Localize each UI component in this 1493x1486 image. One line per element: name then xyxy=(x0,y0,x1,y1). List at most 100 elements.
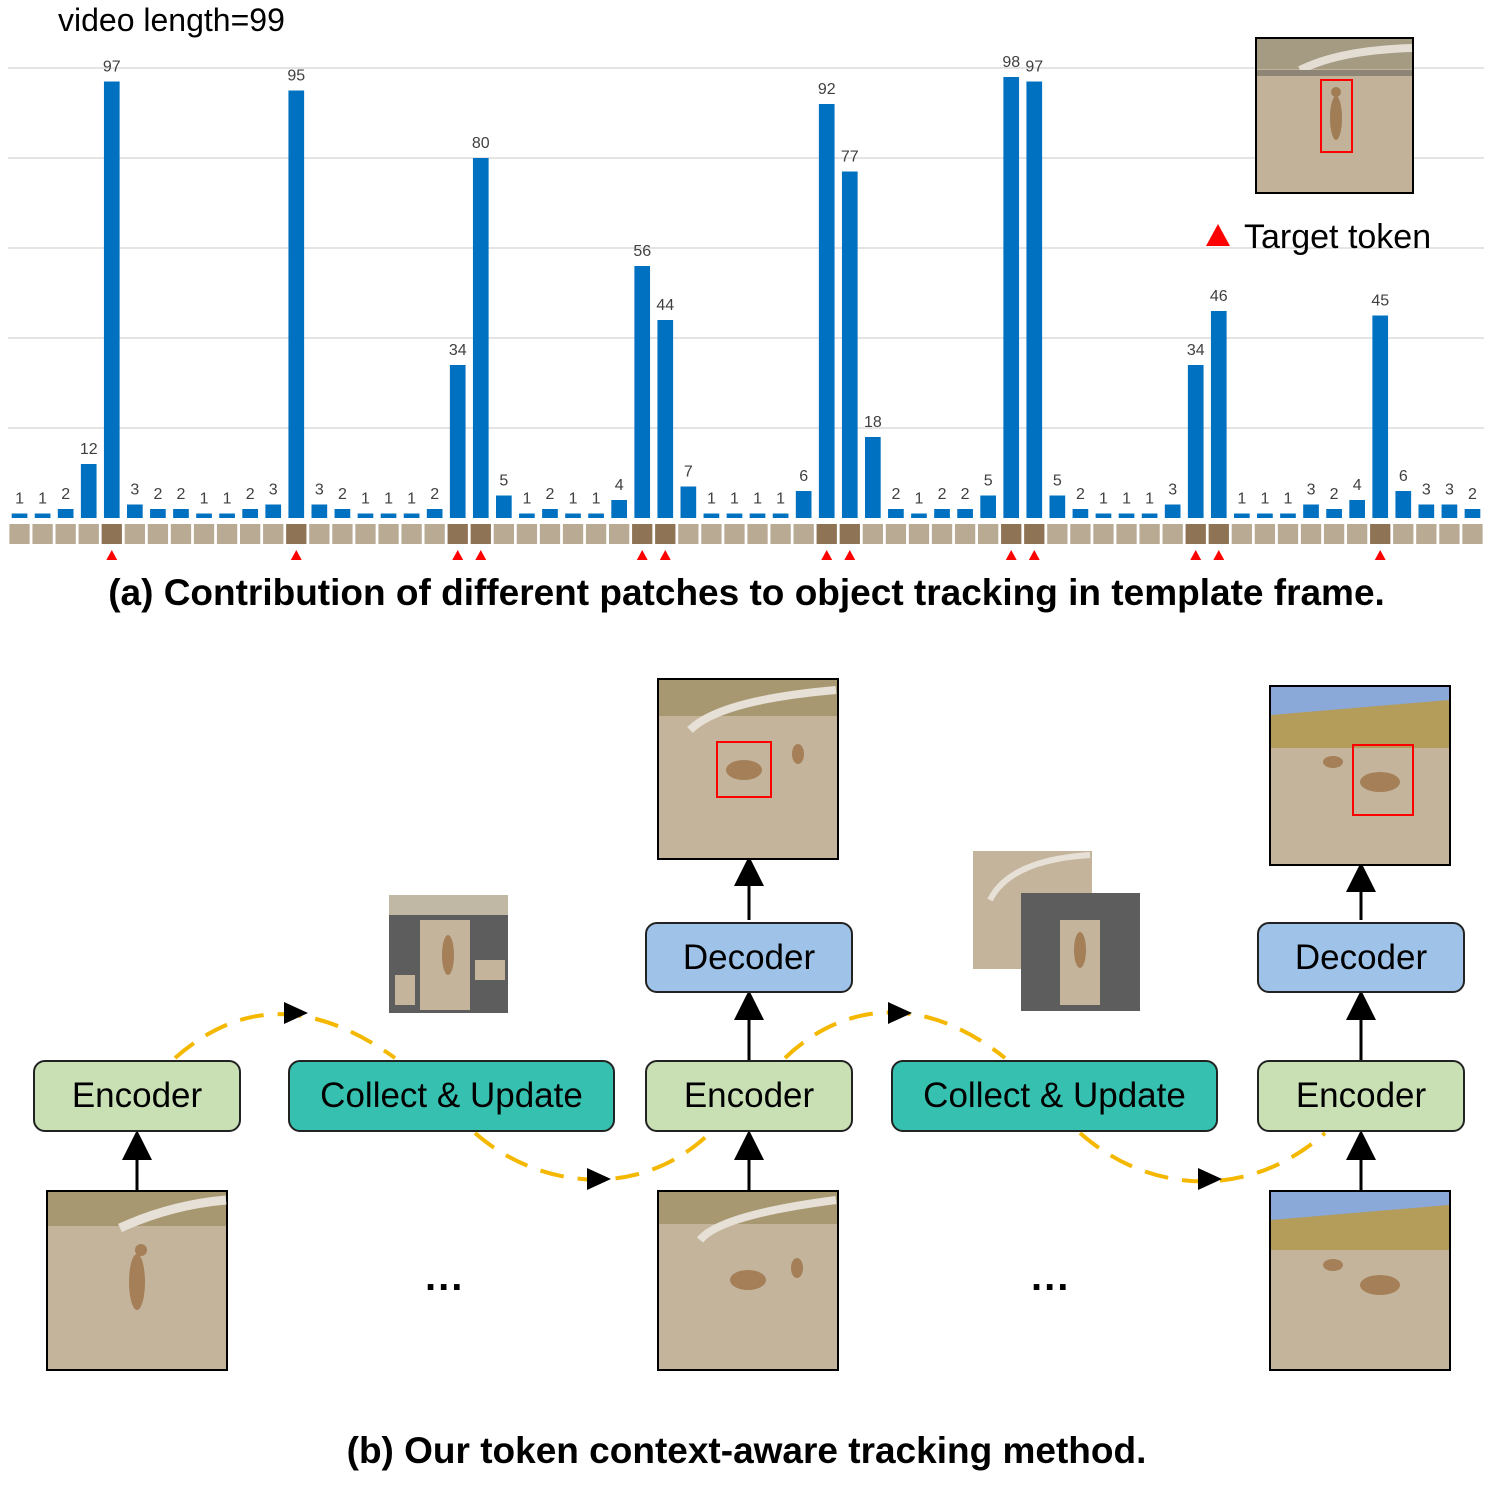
bar-value-label: 5 xyxy=(984,473,993,490)
bar xyxy=(1095,513,1112,518)
patch-thumbnail xyxy=(770,524,791,544)
bar-value-label: 1 xyxy=(384,491,393,508)
bar-value-label: 1 xyxy=(707,491,716,508)
bar-value-label: 3 xyxy=(1422,482,1431,499)
patch-thumbnail xyxy=(632,524,653,544)
bar-value-label: 1 xyxy=(569,491,578,508)
bar xyxy=(519,513,535,518)
bar-value-label: 4 xyxy=(615,477,624,494)
bar-value-label: 5 xyxy=(1053,473,1062,490)
patch-thumbnail xyxy=(1393,524,1414,544)
decoder-label: Decoder xyxy=(1294,937,1428,977)
bar-value-label: 95 xyxy=(287,68,305,85)
bar xyxy=(841,171,858,518)
patch-thumbnail xyxy=(309,524,330,544)
bar xyxy=(1464,509,1481,518)
encoder-box-3: Encoder xyxy=(1257,1060,1465,1132)
bar xyxy=(311,504,328,518)
bar xyxy=(565,513,581,518)
target-token-marker xyxy=(1374,550,1386,560)
decoder-box-1: Decoder xyxy=(645,922,853,993)
input-frame-1 xyxy=(46,1190,228,1371)
patch-thumbnail xyxy=(1462,524,1483,544)
patch-thumbnail xyxy=(193,524,215,544)
bar-value-label: 5 xyxy=(499,473,508,490)
bar-value-label: 98 xyxy=(1002,54,1020,71)
bar xyxy=(749,513,766,518)
bar xyxy=(957,509,973,518)
bar-value-label: 56 xyxy=(633,243,651,260)
patch-thumbnail xyxy=(78,524,99,544)
bar-value-label: 1 xyxy=(361,491,370,508)
bar-value-label: 34 xyxy=(1187,342,1205,359)
patch-thumbnail xyxy=(516,524,538,544)
bar xyxy=(1118,513,1135,518)
bar-value-label: 1 xyxy=(1122,491,1131,508)
ellipsis-1: ... xyxy=(425,1255,465,1299)
patch-thumbnail xyxy=(1323,524,1345,544)
bar-value-label: 77 xyxy=(841,149,859,166)
encoder-label: Encoder xyxy=(683,1076,815,1115)
patch-thumbnail xyxy=(978,524,999,544)
patch-thumbnail xyxy=(1070,524,1091,544)
target-token-marker xyxy=(1190,550,1202,560)
patch-thumbnail xyxy=(286,524,307,544)
bar-value-label: 2 xyxy=(938,486,947,503)
bar xyxy=(1303,504,1319,518)
bar xyxy=(703,513,720,518)
patch-thumbnail xyxy=(816,524,837,544)
bar-value-label: 1 xyxy=(915,491,924,508)
bar xyxy=(357,513,374,518)
bar-value-label: 1 xyxy=(1284,491,1293,508)
bar xyxy=(103,81,120,518)
patch-thumbnail xyxy=(1024,524,1045,544)
encoder-box-1: Encoder xyxy=(33,1060,241,1132)
patch-thumbnail xyxy=(1093,524,1114,544)
target-token-marker xyxy=(106,550,118,560)
bar-value-label: 3 xyxy=(1168,482,1177,499)
bar xyxy=(80,464,97,518)
bar-value-label: 2 xyxy=(546,486,555,503)
bar xyxy=(242,509,258,518)
bar-value-label: 97 xyxy=(103,59,121,76)
bar xyxy=(288,90,305,518)
patch-thumbnail xyxy=(355,524,376,544)
bar xyxy=(380,513,397,518)
bar xyxy=(1164,504,1181,518)
bar xyxy=(219,513,235,518)
encoder-box-2: Encoder xyxy=(645,1060,853,1132)
bar xyxy=(334,509,351,518)
bar-value-label: 2 xyxy=(177,486,186,503)
caption-a: (a) Contribution of different patches to… xyxy=(108,572,1385,613)
patch-thumbnail xyxy=(954,524,976,544)
patch-thumbnail xyxy=(1001,524,1022,544)
patch-thumbnail xyxy=(1231,524,1252,544)
patch-thumbnail xyxy=(216,524,238,544)
video-length-label: video length=99 xyxy=(58,2,285,38)
bar xyxy=(980,495,996,518)
patch-thumbnail xyxy=(931,524,953,544)
patch-thumbnail xyxy=(470,524,491,544)
bar-value-label: 2 xyxy=(1076,486,1085,503)
encoder-label: Encoder xyxy=(71,1076,203,1115)
bar-value-label: 45 xyxy=(1371,293,1389,310)
patch-thumbnail xyxy=(1185,524,1206,544)
bar-value-label: 44 xyxy=(656,297,674,314)
bar-value-label: 2 xyxy=(1468,486,1477,503)
target-token-markers xyxy=(106,550,1386,560)
patch-thumbnail xyxy=(1162,524,1183,544)
patch-thumbnail xyxy=(55,524,76,544)
bar-value-label: 46 xyxy=(1210,288,1228,305)
bar xyxy=(1049,495,1066,518)
bar-value-label: 80 xyxy=(472,135,490,152)
bar-value-label: 2 xyxy=(61,486,70,503)
bar xyxy=(426,509,443,518)
bar xyxy=(57,509,74,518)
target-token-marker xyxy=(290,550,302,560)
bar xyxy=(11,513,28,518)
bar xyxy=(1395,491,1412,518)
bar xyxy=(1026,81,1043,518)
bar xyxy=(265,504,282,518)
